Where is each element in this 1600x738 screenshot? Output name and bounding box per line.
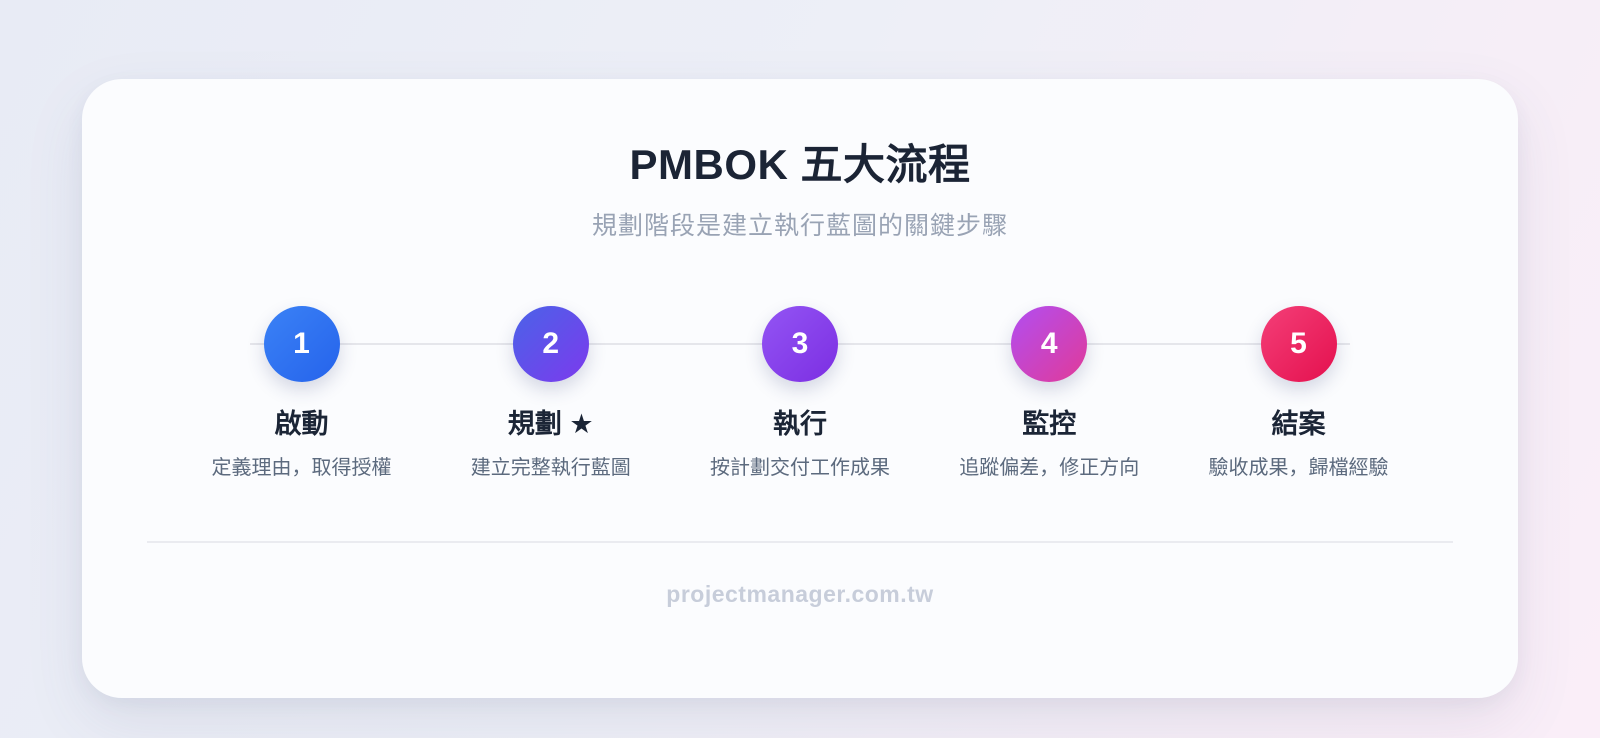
step-number: 4: [1040, 327, 1058, 360]
footer-divider: [147, 541, 1453, 543]
step-label: 執行: [773, 409, 827, 439]
page-title: PMBOK 五大流程: [629, 141, 971, 188]
step-number-badge: 2: [512, 306, 589, 382]
step-label: 結案: [1271, 409, 1326, 439]
step-description: 建立完整執行藍圖: [470, 457, 631, 479]
step-label: 規劃 ★: [507, 409, 594, 439]
step-label: 啟動: [274, 409, 329, 439]
step-description: 驗收成果，歸檔經驗: [1208, 457, 1389, 479]
infographic-card: PMBOK 五大流程 規劃階段是建立執行藍圖的關鍵步驟 1 啟動 定義理由，取得…: [82, 79, 1518, 698]
step-description: 追蹤偏差，修正方向: [959, 457, 1140, 479]
step-number: 3: [791, 327, 809, 360]
process-timeline: 1 啟動 定義理由，取得授權 2 規劃 ★ 建立完整執行藍圖 3 執行 按計劃交…: [177, 306, 1423, 481]
process-step-4: 4 監控 追蹤偏差，修正方向: [925, 306, 1174, 481]
step-number-badge: 4: [1011, 306, 1088, 382]
process-step-2: 2 規劃 ★ 建立完整執行藍圖: [426, 306, 675, 481]
step-number: 1: [293, 327, 310, 360]
step-number: 2: [542, 327, 560, 360]
step-number-badge: 5: [1260, 306, 1337, 382]
watermark-text: projectmanager.com.tw: [666, 581, 934, 607]
step-description: 定義理由，取得授權: [211, 457, 392, 479]
step-number: 5: [1290, 327, 1307, 360]
step-label: 監控: [1022, 409, 1077, 439]
process-step-1: 1 啟動 定義理由，取得授權: [177, 306, 426, 481]
page-subtitle: 規劃階段是建立執行藍圖的關鍵步驟: [591, 212, 1008, 240]
process-step-5: 5 結案 驗收成果，歸檔經驗: [1174, 306, 1423, 481]
step-number-badge: 3: [762, 306, 838, 382]
step-description: 按計劃交付工作成果: [710, 457, 890, 479]
step-number-badge: 1: [263, 306, 340, 382]
process-step-3: 3 執行 按計劃交付工作成果: [676, 306, 925, 481]
